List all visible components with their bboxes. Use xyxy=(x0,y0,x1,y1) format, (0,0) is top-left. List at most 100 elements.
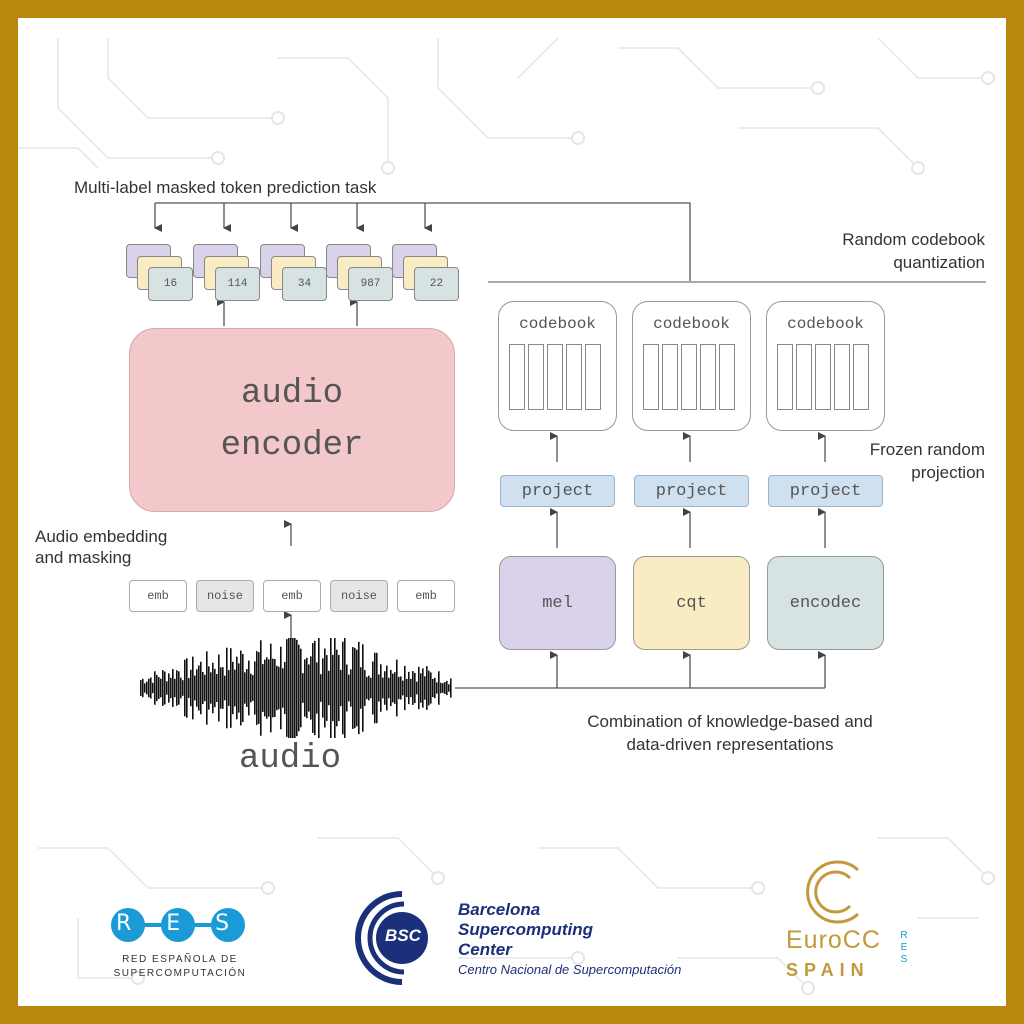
waveform-sample xyxy=(214,668,216,708)
waveform-sample xyxy=(244,672,246,704)
waveform-sample xyxy=(298,644,300,732)
waveform-sample xyxy=(320,674,322,702)
waveform-sample xyxy=(190,669,192,707)
waveform-sample xyxy=(198,665,200,711)
waveform-sample xyxy=(176,670,178,706)
combination-line2: data-driven representations xyxy=(626,735,834,754)
waveform-sample xyxy=(412,671,414,705)
waveform-sample xyxy=(168,673,170,703)
waveform-sample xyxy=(228,670,230,706)
codebook-title: codebook xyxy=(787,315,864,333)
combination-line1: Combination of knowledge-based and xyxy=(587,712,873,731)
waveform-sample xyxy=(378,674,380,702)
codebook-entry xyxy=(585,344,601,410)
waveform-sample xyxy=(424,676,426,700)
waveform-sample xyxy=(338,654,340,722)
waveform-sample xyxy=(264,659,266,717)
emb-box: emb xyxy=(263,580,321,612)
waveform-sample xyxy=(332,654,334,722)
waveform-sample xyxy=(210,672,212,704)
waveform-sample xyxy=(252,675,254,701)
waveform-sample xyxy=(442,683,444,693)
waveform-sample xyxy=(222,667,224,709)
waveform-sample xyxy=(360,667,362,709)
frozen-projection-label: Frozen random projection xyxy=(780,438,985,484)
project-box-cqt: project xyxy=(634,475,749,507)
codebook-entry xyxy=(700,344,716,410)
codebook-entry xyxy=(815,344,831,410)
waveform-sample xyxy=(268,659,270,717)
eurocc-res-vertical: RES xyxy=(900,930,908,965)
waveform-sample xyxy=(346,664,348,712)
waveform-sample xyxy=(202,672,204,704)
waveform-sample xyxy=(404,665,406,711)
waveform-sample xyxy=(266,657,268,719)
waveform-sample xyxy=(154,671,156,705)
waveform-sample xyxy=(446,680,448,696)
waveform-sample xyxy=(448,684,450,692)
waveform-sample xyxy=(408,671,410,705)
token-id: 34 xyxy=(282,267,327,301)
codebook-block-encodec: codebook xyxy=(766,301,885,431)
waveform-sample xyxy=(428,670,430,706)
waveform-sample xyxy=(240,650,242,726)
codebook-entry xyxy=(681,344,697,410)
waveform-sample xyxy=(230,648,232,728)
waveform-sample xyxy=(444,681,446,695)
waveform-sample xyxy=(194,675,196,701)
waveform-sample xyxy=(142,678,144,698)
waveform-sample xyxy=(164,671,166,705)
codebook-entry xyxy=(662,344,678,410)
waveform-sample xyxy=(372,661,374,715)
waveform-sample xyxy=(192,656,194,720)
frozen-line2: projection xyxy=(911,463,985,482)
bsc-name: Barcelona Supercomputing Center xyxy=(458,900,593,960)
waveform-sample xyxy=(318,638,320,738)
waveform-sample xyxy=(310,656,312,720)
waveform-sample xyxy=(430,672,432,704)
waveform-sample xyxy=(284,661,286,715)
waveform-sample xyxy=(392,673,394,703)
waveform-sample xyxy=(376,652,378,724)
waveform-sample xyxy=(336,649,338,727)
waveform-sample xyxy=(296,639,298,737)
audio-label: audio xyxy=(238,740,342,778)
waveform-sample xyxy=(262,664,264,712)
waveform-sample xyxy=(364,670,366,706)
bsc-mark-text: BSC xyxy=(385,926,421,945)
bsc-subtitle: Centro Nacional de Supercomputación xyxy=(458,962,682,977)
waveform-sample xyxy=(438,671,440,705)
waveform-sample xyxy=(166,681,168,695)
waveform-sample xyxy=(250,673,252,703)
waveform-sample xyxy=(178,671,180,705)
waveform-sample xyxy=(300,648,302,728)
waveform-sample xyxy=(258,652,260,724)
waveform-sample xyxy=(352,647,354,729)
waveform-sample xyxy=(402,680,404,696)
codebook-entry xyxy=(643,344,659,410)
noise-box: noise xyxy=(330,580,388,612)
waveform-sample xyxy=(156,674,158,702)
emb-box: emb xyxy=(129,580,187,612)
waveform-sample xyxy=(170,677,172,699)
waveform-sample xyxy=(330,638,332,738)
waveform-sample xyxy=(422,668,424,708)
codebook-entry xyxy=(796,344,812,410)
waveform-sample xyxy=(182,680,184,696)
audio-encoder-block: audio encoder xyxy=(129,328,455,512)
feature-cqt: cqt xyxy=(633,556,750,650)
codebook-entry xyxy=(509,344,525,410)
waveform-sample xyxy=(396,659,398,717)
res-text: RED ESPAÑOLA DE SUPERCOMPUTACIÓN xyxy=(95,953,265,981)
codebook-entry xyxy=(853,344,869,410)
waveform-sample xyxy=(316,662,318,714)
waveform-sample xyxy=(306,657,308,719)
res-line1: RED ESPAÑOLA DE xyxy=(122,954,238,965)
waveform-sample xyxy=(246,668,248,708)
waveform-sample xyxy=(200,661,202,715)
waveform-sample xyxy=(242,654,244,722)
waveform-sample xyxy=(342,641,344,735)
waveform-sample xyxy=(304,659,306,717)
waveform-sample xyxy=(162,670,164,706)
